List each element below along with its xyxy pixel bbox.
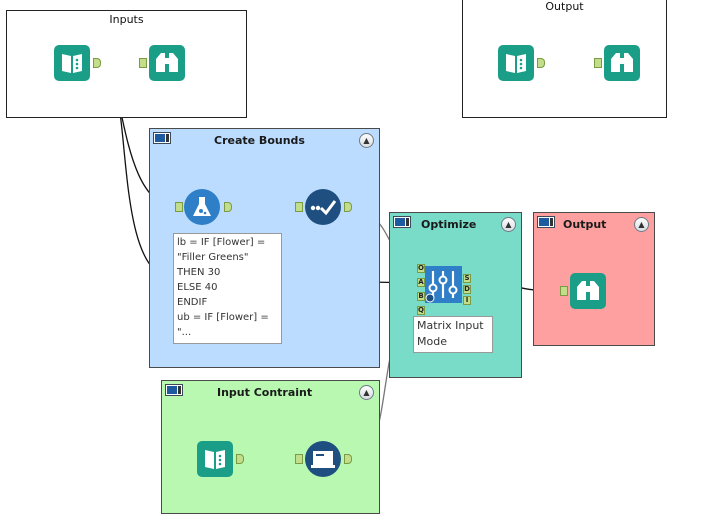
output-anchor[interactable] [344, 202, 352, 212]
formula-icon [184, 189, 220, 225]
collapse-button[interactable]: ▲ [634, 217, 649, 232]
input-data-tool[interactable] [54, 45, 90, 81]
browse-icon [570, 273, 606, 309]
optimize-input-o[interactable]: O [417, 264, 425, 273]
container-title: Inputs [109, 13, 144, 26]
optimization-tool[interactable] [425, 266, 462, 303]
optimize-output-i[interactable]: I [463, 296, 471, 305]
input-anchor[interactable] [295, 202, 303, 212]
browse-tool[interactable] [149, 45, 185, 81]
browse-icon [604, 45, 640, 81]
text-input-icon [305, 441, 341, 477]
input-anchor[interactable] [175, 202, 183, 212]
input-data-icon [498, 45, 534, 81]
input-data-icon [54, 45, 90, 81]
input-data-tool[interactable] [197, 441, 233, 477]
container-input-contraint[interactable]: Input Contraint ▲ [161, 380, 380, 514]
collapse-button[interactable]: ▲ [359, 385, 374, 400]
optimization-icon [425, 266, 462, 303]
optimize-output-s[interactable]: S [463, 274, 471, 283]
input-data-icon [197, 441, 233, 477]
optimize-output-d[interactable]: D [463, 285, 471, 294]
browse-tool[interactable] [570, 273, 606, 309]
output-anchor[interactable] [236, 454, 244, 464]
input-anchor[interactable] [560, 286, 568, 296]
optimize-annotation: Matrix Input Mode [413, 316, 493, 353]
container-toggle[interactable] [165, 384, 183, 396]
container-title: Output [545, 0, 584, 13]
optimize-input-a[interactable]: A [417, 278, 425, 287]
browse-icon [149, 45, 185, 81]
formula-tool[interactable] [184, 189, 220, 225]
container-header[interactable]: Input Contraint ▲ [162, 381, 379, 405]
container-header[interactable]: Optimize ▲ [390, 213, 521, 237]
container-header[interactable]: Create Bounds ▲ [150, 129, 379, 153]
input-anchor[interactable] [594, 58, 602, 68]
container-title: Create Bounds [214, 134, 305, 147]
collapse-button[interactable]: ▲ [501, 217, 516, 232]
container-header[interactable]: Output ▲ [534, 213, 654, 237]
browse-tool[interactable] [604, 45, 640, 81]
container-toggle[interactable] [153, 132, 171, 144]
output-anchor[interactable] [537, 58, 545, 68]
container-inputs[interactable]: Inputs [6, 10, 247, 118]
output-anchor[interactable] [224, 202, 232, 212]
optimize-input-b[interactable]: B [417, 292, 425, 301]
container-title: Input Contraint [217, 386, 313, 399]
container-title: Output [563, 218, 607, 231]
container-toggle[interactable] [393, 216, 411, 228]
input-anchor[interactable] [295, 454, 303, 464]
select-icon [305, 189, 341, 225]
text-input-tool[interactable] [305, 441, 341, 477]
select-tool[interactable] [305, 189, 341, 225]
output-anchor[interactable] [344, 454, 352, 464]
input-data-tool[interactable] [498, 45, 534, 81]
optimize-input-q[interactable]: Q [417, 306, 425, 315]
container-toggle[interactable] [537, 216, 555, 228]
container-title: Optimize [421, 218, 477, 231]
formula-annotation: lb = IF [Flower] = "Filler Greens" THEN … [173, 233, 282, 344]
collapse-button[interactable]: ▲ [359, 133, 374, 148]
input-anchor[interactable] [139, 58, 147, 68]
output-anchor[interactable] [93, 58, 101, 68]
